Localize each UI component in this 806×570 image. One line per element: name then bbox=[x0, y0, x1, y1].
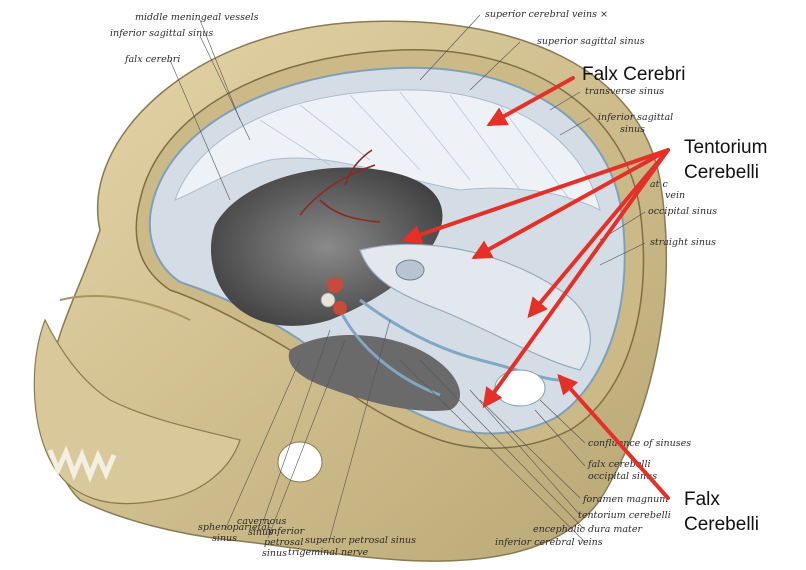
callout-tentorium-line2: Cerebelli bbox=[684, 162, 759, 183]
anatomy-labels: middle meningeal vessels inferior sagitt… bbox=[110, 9, 717, 559]
label-foramen-magnum: foramen magnum bbox=[582, 494, 668, 505]
label-inferior-petrosal-2: petrosal bbox=[264, 537, 303, 548]
label-transverse-sinus: transverse sinus bbox=[585, 86, 664, 97]
label-sphenoparietal-1: sphenoparietal bbox=[198, 522, 270, 533]
label-great-cerebral-vein-2: vein bbox=[665, 190, 685, 201]
dural-sinuses bbox=[338, 298, 561, 397]
label-superior-petrosal: superior petrosal sinus bbox=[305, 535, 416, 546]
label-cavernous-1: cavernous bbox=[237, 516, 286, 527]
arrow-tentorium-3 bbox=[527, 148, 670, 319]
falx-fibers bbox=[259, 91, 571, 201]
label-cavernous-2: sinus bbox=[248, 527, 273, 538]
label-encephalic-dura-mater: encephalic dura mater bbox=[533, 524, 644, 535]
label-straight-sinus: straight sinus bbox=[650, 237, 716, 248]
label-trigeminal-nerve: trigeminal nerve bbox=[288, 547, 369, 558]
label-inferior-sagittal-sinus-top: inferior sagittal sinus bbox=[110, 28, 213, 39]
label-inferior-sagittal-right-1: inferior sagittal bbox=[598, 112, 673, 123]
label-inferior-cerebral-veins: inferior cerebral veins bbox=[495, 537, 603, 548]
label-great-cerebral-vein-1: at c bbox=[650, 179, 669, 190]
arrow-tentorium-2 bbox=[471, 148, 670, 259]
foramen-opening bbox=[494, 369, 546, 407]
cranial-cavity bbox=[210, 167, 443, 326]
label-superior-sagittal-sinus: superior sagittal sinus bbox=[537, 36, 645, 47]
label-tentorium-cerebelli-small: tentorium cerebelli bbox=[578, 510, 671, 521]
label-sphenoparietal-2: sinus bbox=[212, 533, 237, 544]
callout-labels: Falx Cerebri Tentorium Cerebelli Falx Ce… bbox=[582, 64, 767, 535]
label-occipital-sinus-bottom: occipital sinus bbox=[588, 471, 657, 482]
arrow-falx-cerebri bbox=[486, 76, 575, 126]
label-falx-cerebelli-small: falx cerebelli bbox=[587, 459, 651, 470]
label-confluence-of-sinuses: confluence of sinuses bbox=[588, 438, 691, 449]
callout-arrows bbox=[401, 76, 670, 500]
label-inferior-sagittal-right-2: sinus bbox=[620, 124, 645, 135]
label-superior-cerebral-veins: superior cerebral veins × bbox=[485, 9, 608, 20]
callout-falx-cerebelli-line2: Cerebelli bbox=[684, 514, 759, 535]
label-falx-cerebri-small: falx cerebri bbox=[124, 54, 180, 65]
sella-structures bbox=[320, 259, 425, 315]
leader-lines bbox=[169, 14, 646, 543]
arrow-falx-cerebelli bbox=[557, 374, 670, 500]
arrow-tentorium-4 bbox=[482, 148, 670, 409]
callout-falx-cerebri: Falx Cerebri bbox=[582, 64, 685, 85]
label-middle-meningeal-vessels: middle meningeal vessels bbox=[135, 12, 259, 23]
callout-tentorium-line1: Tentorium bbox=[684, 137, 767, 158]
callout-falx-cerebelli-line1: Falx bbox=[684, 489, 720, 510]
arrow-tentorium-1 bbox=[401, 148, 670, 245]
posterior-fossa bbox=[288, 335, 460, 411]
label-inferior-petrosal-3: sinus bbox=[262, 548, 287, 559]
label-occipital-sinus-right: occipital sinus bbox=[648, 206, 717, 217]
meningeal-vessels bbox=[299, 149, 381, 223]
label-inferior-petrosal-1: inferior bbox=[268, 526, 306, 537]
